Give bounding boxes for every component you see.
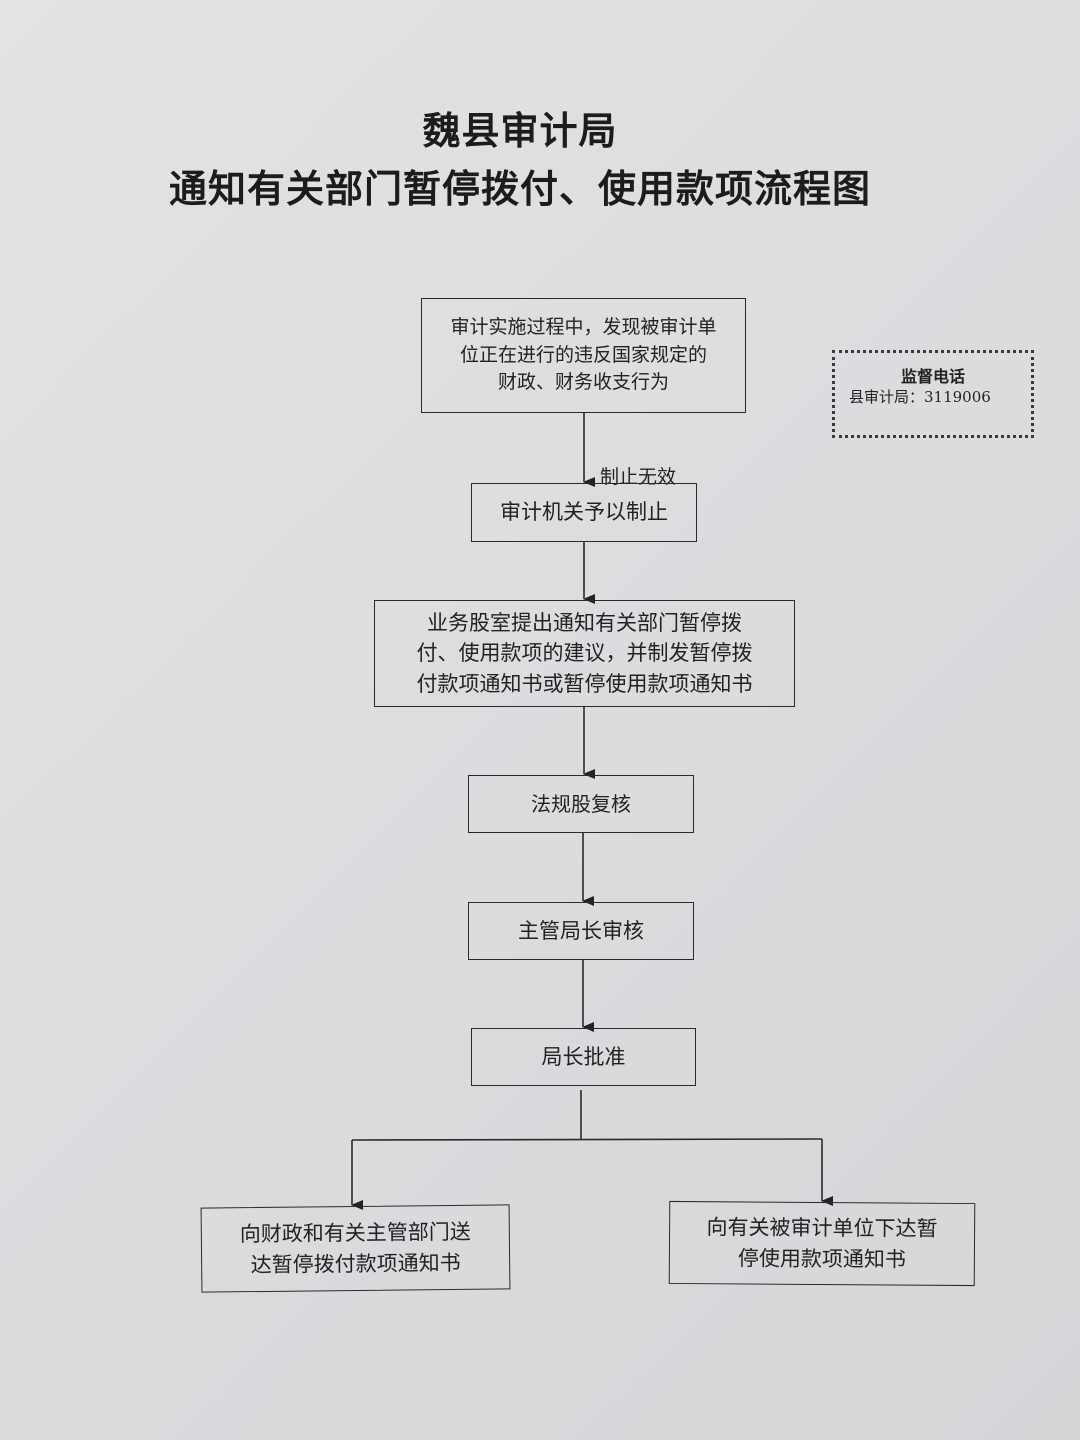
- step-text-line: 审计实施过程中，发现被审计单: [450, 316, 717, 339]
- stop-invalid-label: 制止无效: [600, 466, 677, 488]
- step-legal-review: 法规股复核: [468, 775, 694, 833]
- step-text-line: 财政、财务收支行为: [497, 371, 669, 394]
- page-title: 魏县审计局: [422, 109, 618, 153]
- step-text-line: 位正在进行的违反国家规定的: [459, 343, 707, 366]
- hotline-title: 监督电话: [900, 367, 965, 386]
- supervision-hotline-box: 监督电话 县审计局：3119006: [832, 350, 1034, 438]
- step-deputy-review: 主管局长审核: [468, 902, 694, 960]
- step-text: 审计机关予以制止: [500, 500, 668, 525]
- page-subtitle: 通知有关部门暂停拨付、使用款项流程图: [168, 167, 871, 211]
- step-text: 局长批准: [541, 1044, 626, 1069]
- step-director-approve: 局长批准: [471, 1028, 696, 1086]
- step-discover-violation: 审计实施过程中，发现被审计单 位正在进行的违反国家规定的 财政、财务收支行为: [421, 298, 746, 413]
- step-text-line: 业务股室提出通知有关部门暂停拨: [427, 610, 742, 635]
- step-text-line: 达暂停拨付款项通知书: [250, 1250, 461, 1277]
- step-text-line: 停使用款项通知书: [737, 1245, 906, 1272]
- step-text: 主管局长审核: [518, 918, 644, 943]
- step-propose-suspension: 业务股室提出通知有关部门暂停拨 付、使用款项的建议，并制发暂停拨 付款项通知书或…: [374, 600, 795, 707]
- hotline-number: 县审计局：3119006: [849, 388, 991, 406]
- step-finance-notice: 向财政和有关主管部门送 达暂停拨付款项通知书: [200, 1204, 511, 1293]
- line-branch-horizontal: [351, 1138, 823, 1141]
- step-text-line: 付款项通知书或暂停使用款项通知书: [416, 671, 753, 696]
- step-text-line: 向财政和有关主管部门送: [239, 1219, 471, 1247]
- step-text: 法规股复核: [531, 791, 631, 816]
- step-unit-notice: 向有关被审计单位下达暂 停使用款项通知书: [668, 1200, 976, 1287]
- step-text-line: 付、使用款项的建议，并制发暂停拨: [416, 641, 753, 666]
- step-audit-stop: 审计机关予以制止: [471, 483, 697, 542]
- step-text-line: 向有关被审计单位下达暂: [706, 1215, 938, 1241]
